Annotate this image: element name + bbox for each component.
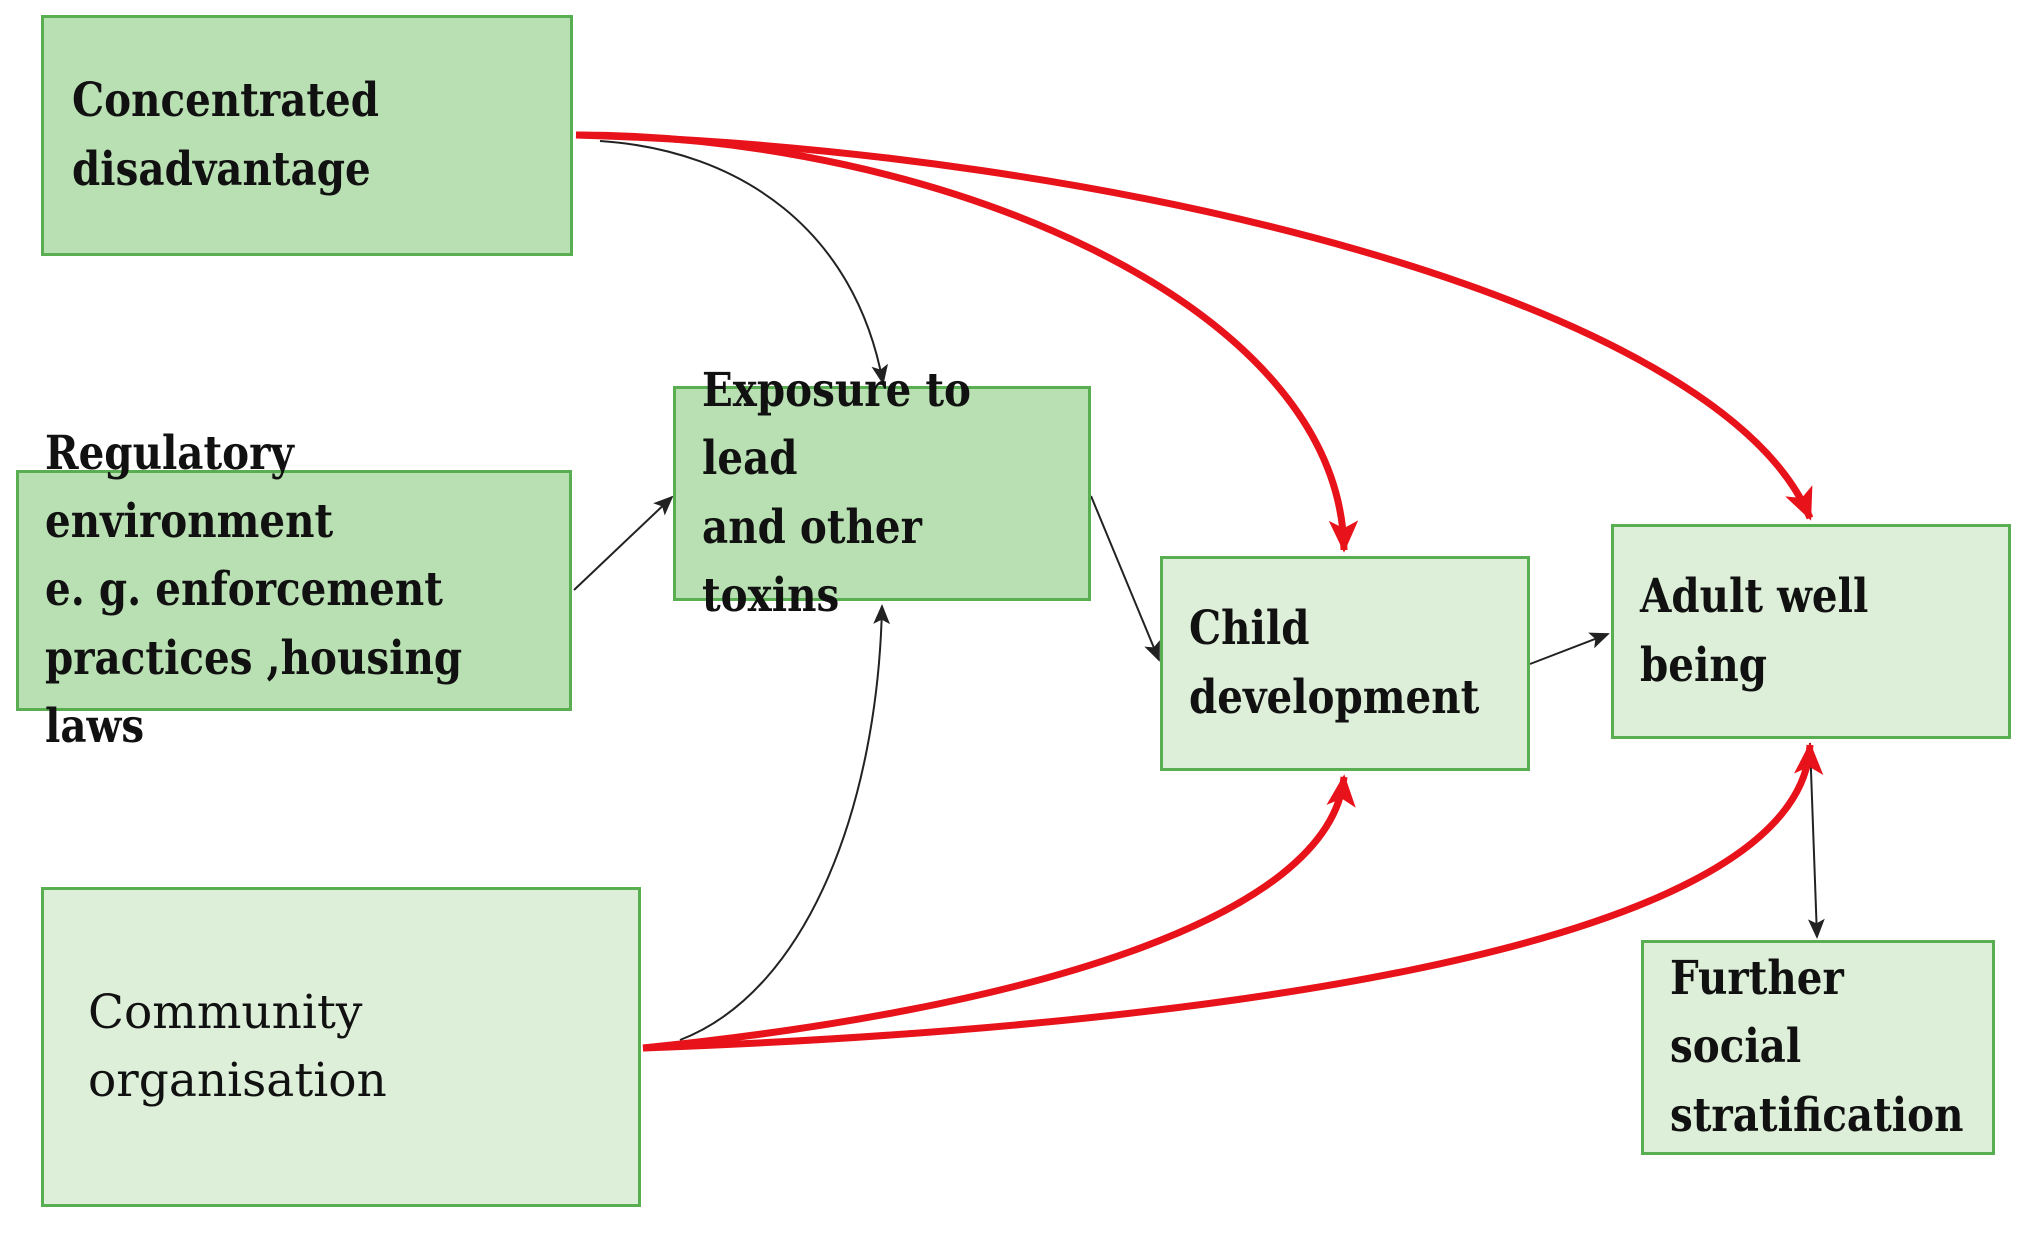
node-label: Concentrated disadvantage: [72, 73, 380, 197]
node-label: Further social stratification: [1670, 951, 1964, 1143]
edge-community-to-exposure: [679, 604, 891, 1041]
edge-child-to-adult: [1529, 632, 1610, 665]
node-regulatory-environment: Regulatory environment e. g. enforcement…: [16, 426, 572, 754]
node-label: Exposure to lead and other toxins: [702, 363, 971, 623]
node-label: Community organisation: [88, 984, 387, 1108]
node-label: Regulatory environment e. g. enforcement…: [45, 426, 463, 754]
node-concentrated-disadvantage: Concentrated disadvantage: [41, 15, 573, 256]
edge-adult-to-further: [1807, 742, 1825, 939]
node-adult-well-being: Adult well being: [1611, 524, 2011, 739]
edge-concentrated-to-adult: [575, 131, 1814, 521]
node-community-organisation: Community organisation: [41, 887, 641, 1207]
edge-community-to-child: [642, 774, 1356, 1052]
node-child-development: Child development: [1160, 556, 1530, 771]
edge-concentrated-to-exposure: [599, 140, 889, 385]
node-further-social-stratification: Further social stratification: [1641, 940, 1995, 1155]
edge-regulatory-to-exposure: [573, 495, 674, 591]
node-label: Child development: [1189, 601, 1480, 725]
node-label: Adult well being: [1640, 569, 1869, 693]
edge-community-to-adult: [642, 742, 1824, 1052]
node-exposure-to-lead: Exposure to lead and other toxins: [673, 363, 1091, 623]
edge-exposure-to-child: [1090, 495, 1160, 662]
